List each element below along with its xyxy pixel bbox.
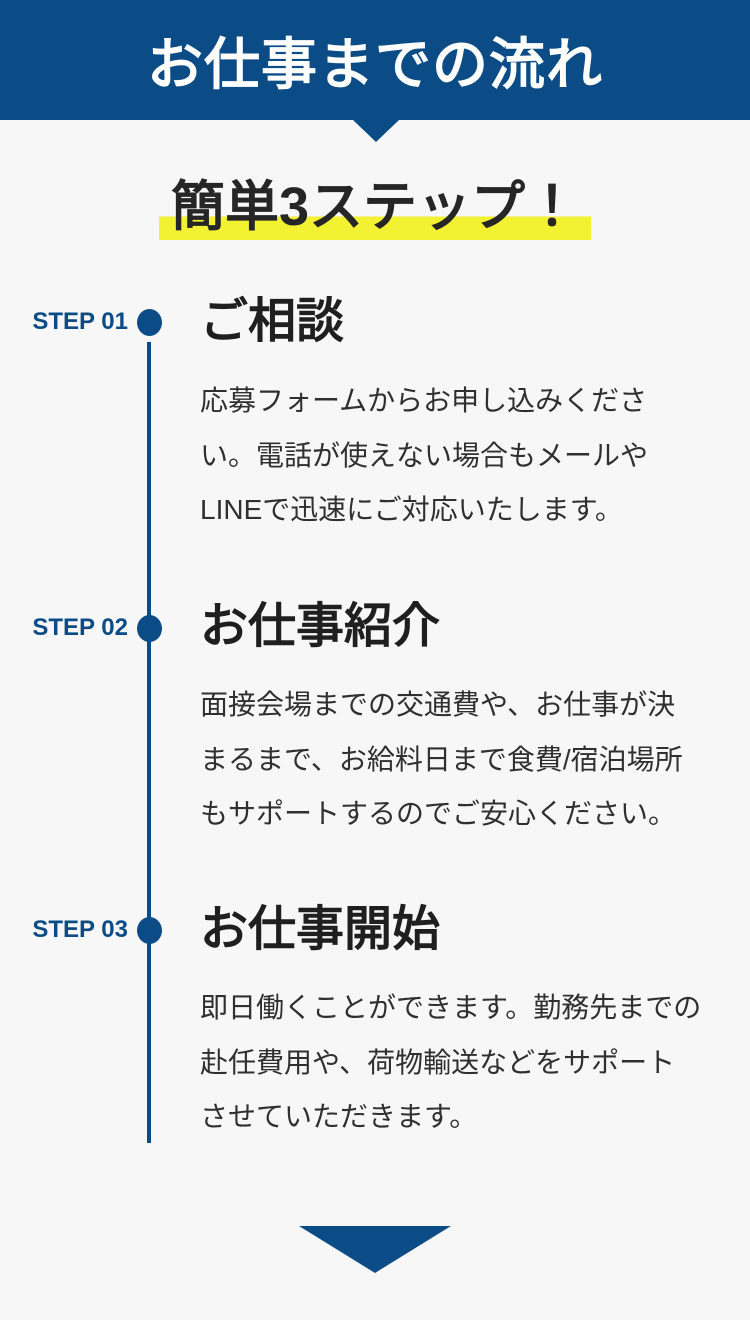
step-02-label: STEP 02 bbox=[32, 614, 128, 641]
step-02-description: 面接会場までの交通費や、お仕事が決 まるまで、お給料日まで食費/宿泊場所 もサポ… bbox=[200, 689, 683, 829]
headline-highlighted: 簡単3ステップ！ bbox=[158, 178, 592, 241]
step-03-description: 即日働くことができます。勤務先までの 赴任費用や、荷物輸送などをサポート させて… bbox=[200, 992, 702, 1132]
header-pointer-down-icon bbox=[353, 120, 399, 142]
page-title: お仕事までの流れ bbox=[147, 32, 603, 96]
step-03-title: お仕事開始 bbox=[200, 903, 441, 956]
step-03-dot-icon bbox=[137, 917, 162, 944]
step-02-title: お仕事紹介 bbox=[200, 600, 441, 653]
timeline-connector-line bbox=[147, 342, 151, 1143]
step-03-label: STEP 03 bbox=[32, 916, 128, 943]
step-01-label: STEP 01 bbox=[32, 308, 128, 335]
scroll-down-arrow-icon bbox=[299, 1226, 451, 1273]
step-01-dot-icon bbox=[137, 309, 162, 336]
step-02-dot-icon bbox=[137, 615, 162, 642]
step-01-description: 応募フォームからお申し込みくださ い。電話が使えない場合もメールや LINEで迅… bbox=[200, 385, 649, 525]
section-header: お仕事までの流れ bbox=[0, 0, 750, 120]
step-01-title: ご相談 bbox=[200, 295, 345, 348]
headline-wrap: 簡単3ステップ！ bbox=[0, 178, 750, 241]
